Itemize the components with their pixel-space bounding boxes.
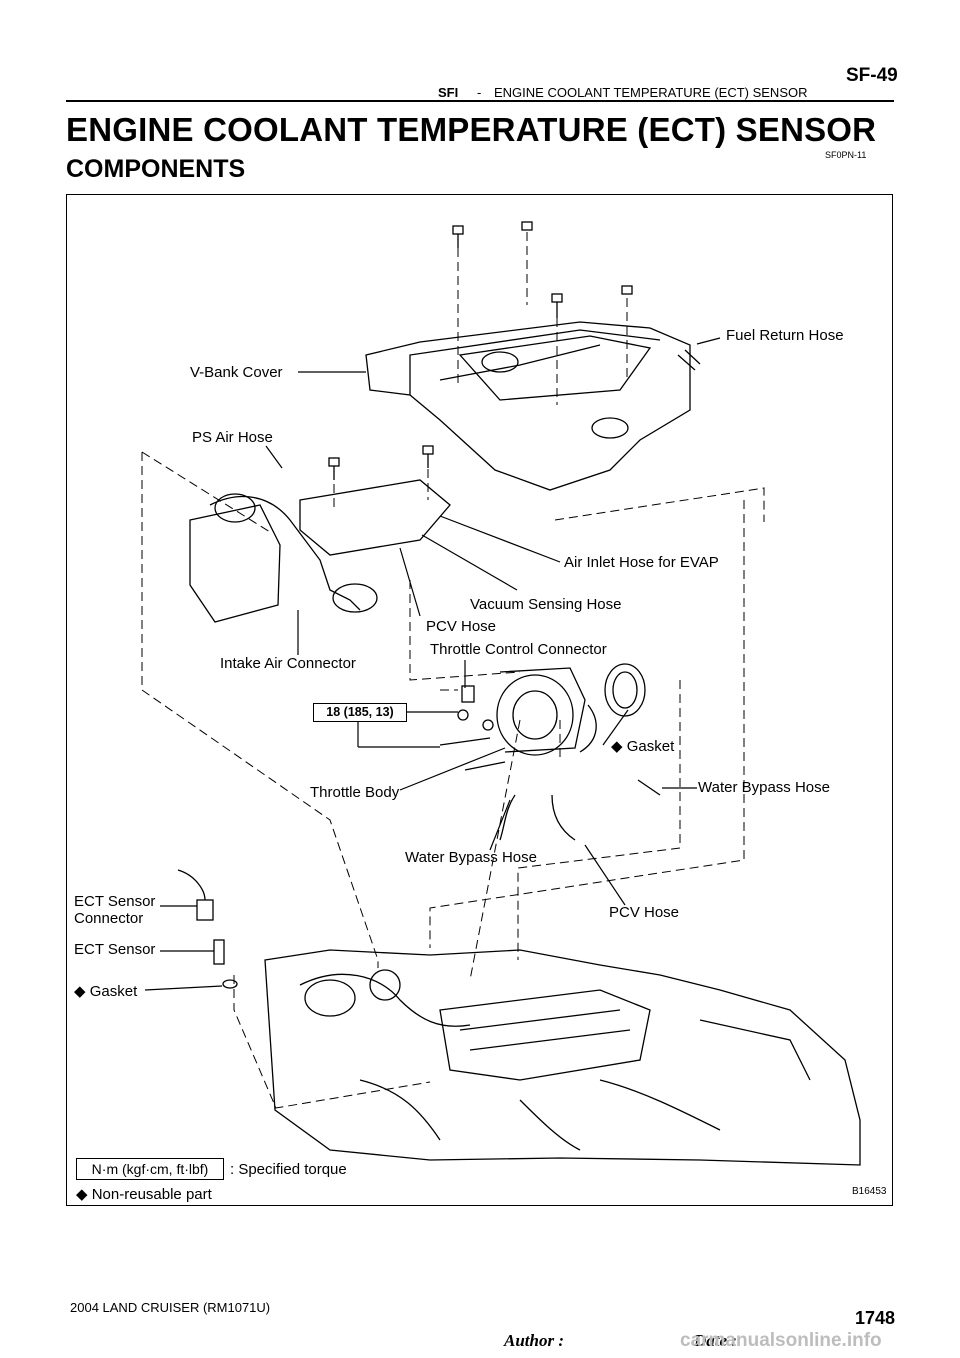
figure-code: SF0PN-11 bbox=[825, 150, 867, 160]
header-rule bbox=[66, 100, 894, 102]
cover-bolts bbox=[328, 221, 633, 480]
ect-parts-shape bbox=[177, 869, 238, 989]
watermark: carmanualsonline.info bbox=[680, 1330, 882, 1351]
legend-torque-unit: N·m (kgf·cm, ft·lbf) bbox=[76, 1158, 224, 1180]
label-fuel-return-hose: Fuel Return Hose bbox=[726, 327, 844, 344]
header-page-label: SF-49 bbox=[846, 65, 898, 86]
footer-author-label: Author : bbox=[504, 1331, 564, 1350]
label-throttle-control-connector: Throttle Control Connector bbox=[430, 641, 607, 658]
label-ect-sensor: ECT Sensor bbox=[74, 941, 156, 958]
footer-date-label: Date : bbox=[694, 1331, 737, 1350]
label-ect-sensor-connector-line2: Connector bbox=[74, 910, 144, 927]
footer-model: 2004 LAND CRUISER (RM1071U) bbox=[70, 1300, 271, 1315]
torque-spec-box: 18 (185, 13) bbox=[313, 703, 407, 722]
label-vacuum-sensing-hose: Vacuum Sensing Hose bbox=[470, 596, 622, 613]
label-v-bank-cover: V-Bank Cover bbox=[190, 364, 283, 381]
intake-air-connector-shape bbox=[189, 479, 451, 623]
label-ect-sensor-connector-line1: ECT Sensor bbox=[74, 893, 156, 910]
non-reusable-diamond-icon: ◆ bbox=[74, 983, 86, 1000]
label-gasket-ect: ◆ Gasket bbox=[74, 983, 138, 1000]
leader-lines bbox=[144, 337, 721, 991]
label-intake-air-connector: Intake Air Connector bbox=[220, 655, 356, 672]
non-reusable-diamond-icon: ◆ bbox=[76, 1186, 88, 1203]
diagram-frame bbox=[66, 194, 893, 1206]
header-section-title: ENGINE COOLANT TEMPERATURE (ECT) SENSOR bbox=[494, 85, 808, 100]
label-pcv-hose-lower: PCV Hose bbox=[609, 904, 680, 921]
figure-number: B16453 bbox=[852, 1186, 887, 1197]
legend-nonreusable: ◆ Non-reusable part bbox=[76, 1186, 212, 1203]
label-air-inlet-hose: Air Inlet Hose for EVAP bbox=[564, 554, 719, 571]
label-throttle-body: Throttle Body bbox=[310, 784, 400, 801]
v-bank-cover-shape bbox=[365, 321, 691, 491]
non-reusable-diamond-icon: ◆ bbox=[611, 738, 623, 755]
dashed-guides bbox=[141, 232, 765, 1109]
page-subtitle: COMPONENTS bbox=[66, 155, 246, 183]
page-title: ENGINE COOLANT TEMPERATURE (ECT) SENSOR bbox=[66, 111, 877, 148]
throttle-body-shape bbox=[439, 663, 646, 771]
label-gasket-throttle: ◆ Gasket bbox=[611, 738, 675, 755]
label-water-bypass-hose-right: Water Bypass Hose bbox=[698, 779, 830, 796]
fuel-return-hose-shape bbox=[677, 349, 701, 371]
engine-block-shape bbox=[264, 949, 861, 1166]
label-pcv-hose-upper: PCV Hose bbox=[426, 618, 497, 635]
label-ps-air-hose: PS Air Hose bbox=[192, 429, 273, 446]
legend-torque-desc: : Specified torque bbox=[230, 1161, 347, 1178]
label-water-bypass-hose-lower: Water Bypass Hose bbox=[405, 849, 537, 866]
header-separator: - bbox=[477, 85, 482, 100]
header-section-code: SFI bbox=[438, 85, 459, 100]
hoses-shape bbox=[499, 779, 661, 841]
footer-page-number: 1748 bbox=[855, 1308, 896, 1328]
